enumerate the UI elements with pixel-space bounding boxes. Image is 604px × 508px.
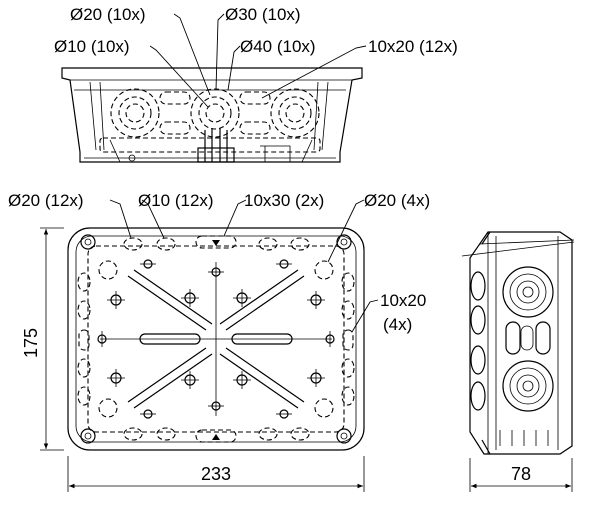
corner-fixings	[80, 234, 352, 444]
label-d30-10x: Ø30 (10x)	[225, 5, 301, 24]
front-view	[67, 227, 365, 451]
label-slot-10x20-line1: 10x20	[380, 291, 426, 310]
top-knockouts	[99, 88, 321, 153]
top-view	[61, 67, 363, 163]
label-slot-4x-line2: (4x)	[383, 315, 412, 334]
label-d40-10x: Ø40 (10x)	[240, 37, 316, 56]
front-view-annotations: Ø20 (12x) Ø10 (12x) 10x30 (2x) Ø20 (4x) …	[8, 191, 430, 492]
label-d20-4x: Ø20 (4x)	[364, 191, 430, 210]
label-slot-10x20-12x: 10x20 (12x)	[368, 37, 458, 56]
label-d20-12x: Ø20 (12x)	[8, 191, 84, 210]
diagonal-ribs	[100, 262, 332, 416]
side-knockouts	[470, 266, 554, 412]
label-d20-10x: Ø20 (10x)	[70, 5, 146, 24]
screw-bosses	[97, 259, 335, 419]
top-view-annotations: Ø20 (10x) Ø30 (10x) Ø10 (10x) Ø40 (10x) …	[54, 5, 458, 108]
side-view: 78	[461, 231, 575, 492]
label-d10-10x: Ø10 (10x)	[54, 37, 130, 56]
front-edge-knockouts	[77, 235, 355, 443]
label-slot-10x30-2x: 10x30 (2x)	[244, 191, 324, 210]
dimension-width-233: 233	[201, 464, 231, 484]
dimension-height-175: 175	[21, 328, 41, 358]
label-d10-12x: Ø10 (12x)	[138, 191, 214, 210]
dimension-depth-78: 78	[511, 464, 531, 484]
